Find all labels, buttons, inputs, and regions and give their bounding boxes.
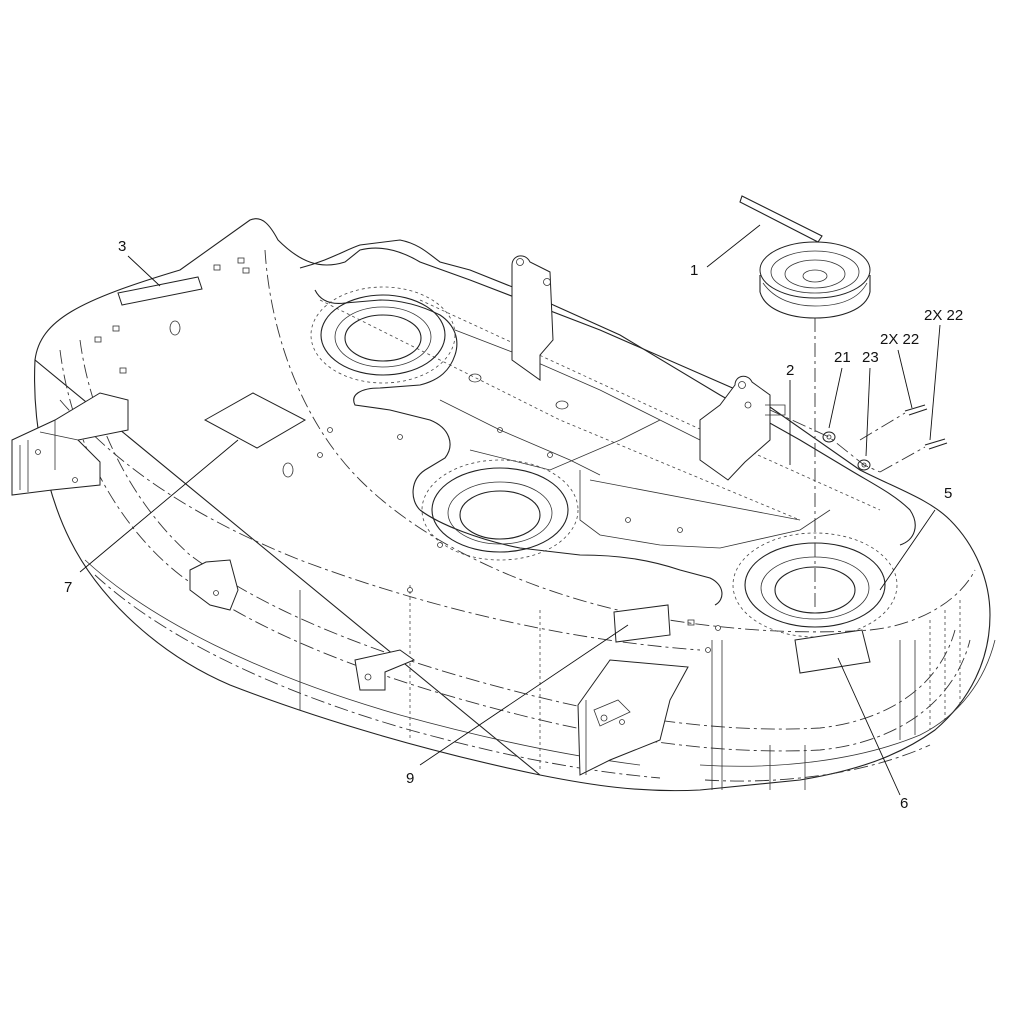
callout-9: 9 xyxy=(406,770,414,787)
deck-shell xyxy=(34,218,996,792)
callout-labels: 1 2 3 5 6 7 9 21 23 2X 22 2X 22 xyxy=(64,238,963,812)
callout-5: 5 xyxy=(944,485,952,502)
callout-3: 3 xyxy=(118,238,126,255)
decal-6 xyxy=(794,629,871,674)
callout-22a: 2X 22 xyxy=(880,331,919,348)
decal-9 xyxy=(613,604,671,643)
decals xyxy=(117,276,871,674)
callout-1: 1 xyxy=(690,262,698,279)
callout-2: 2 xyxy=(786,362,794,379)
exploded-parts xyxy=(739,195,948,473)
belt xyxy=(739,195,823,243)
callout-6: 6 xyxy=(900,795,908,812)
callout-22b: 2X 22 xyxy=(924,307,963,324)
deck-holes xyxy=(94,257,721,653)
pulley xyxy=(759,241,871,319)
decal-3 xyxy=(117,276,203,306)
callout-21: 21 xyxy=(834,349,851,366)
deck-top-channel xyxy=(299,239,916,638)
callout-7: 7 xyxy=(64,579,72,596)
leaders xyxy=(79,224,941,796)
pin-22a xyxy=(904,404,926,412)
pin-22b xyxy=(924,438,946,446)
callout-23: 23 xyxy=(862,349,879,366)
decal-7 xyxy=(203,392,307,449)
brackets xyxy=(11,255,786,776)
